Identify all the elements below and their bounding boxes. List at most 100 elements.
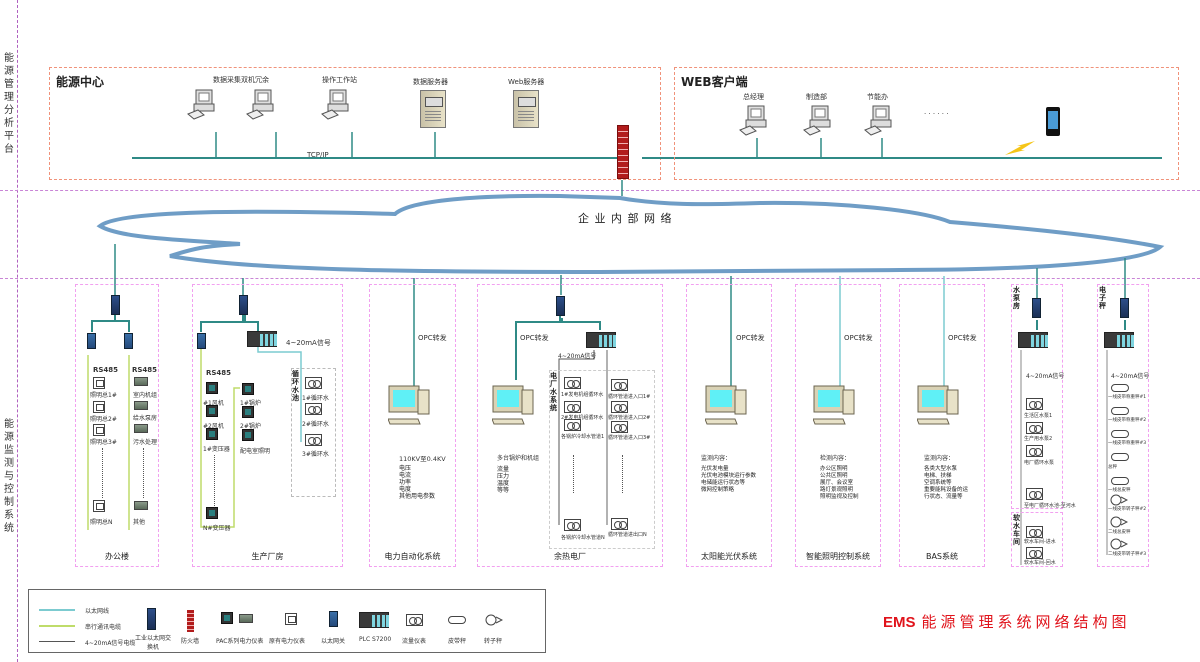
flow-meter-icon: [611, 518, 628, 530]
cooling-pool-title: 循环水池: [292, 370, 299, 402]
legend-firewall-label: 防火墙: [181, 638, 200, 645]
ellipsis-dots: [214, 455, 215, 510]
belt-scale-icon: [1111, 430, 1129, 438]
lighting-subsystem: 智能照明控制系统: [795, 284, 881, 567]
node-label-workstation: 操作工作站: [322, 76, 357, 84]
param: 功率: [399, 479, 412, 486]
ethernet-switch-icon: [1032, 298, 1041, 318]
device-label: 照明总2#: [90, 416, 117, 423]
solar-pv-subsystem: 太阳能光伏系统: [686, 284, 772, 567]
device-label: 生活区水泵1: [1024, 413, 1053, 419]
pac-meter-icon: [206, 428, 218, 440]
legacy-meter-icon: [93, 500, 105, 512]
device-label: 电厂循环水泵: [1024, 460, 1055, 466]
device-label: 二线皮带转子秤#3: [1108, 552, 1147, 557]
web-server-icon: [513, 90, 539, 128]
io-module-icon: [134, 501, 148, 510]
pac-meter-icon: [206, 507, 218, 519]
computer-icon: [246, 89, 274, 120]
office-title: 办公楼: [105, 552, 129, 561]
computer-icon: [187, 89, 215, 120]
device-label: 循环管道进出口N: [608, 532, 647, 538]
device-label: 2#发电机组循环水: [561, 415, 604, 421]
legend-legacy-meter-label: 原有电力仪表: [269, 638, 306, 645]
ethernet-switch-icon: [1120, 298, 1129, 318]
factory-title: 生产厂房: [251, 552, 284, 561]
legend-io-module-icon: [239, 614, 253, 623]
opc-label: OPC转发: [948, 334, 977, 342]
ethernet-gateway-icon: [197, 333, 206, 349]
legend-pac-meter-icon: [221, 612, 233, 624]
flow-meter-icon: [564, 519, 581, 531]
param: 其他用电参数: [399, 493, 436, 500]
device-label: 一线皮带称重秤#2: [1108, 418, 1147, 423]
legacy-meter-icon: [93, 401, 105, 413]
legend-belt-scale-icon: [448, 616, 466, 624]
device-label: 照明总1#: [90, 392, 117, 399]
monitoring-side-label: 能源监测与控制系统: [4, 419, 14, 534]
opc-computer-icon: [813, 385, 855, 425]
ellipsis-dots: [622, 455, 623, 493]
legend-gateway-icon: [329, 611, 338, 627]
device-label: 2#锅炉: [240, 423, 261, 430]
office-subsystem: 办公楼: [75, 284, 159, 567]
device-label: 一线皮带称重秤#3: [1108, 441, 1147, 446]
node-label-gm: 总经理: [743, 93, 764, 101]
cloud-label: 企 业 内 部 网 络: [578, 212, 673, 225]
legend-legacy-meter-icon: [285, 613, 297, 625]
rs485-label: RS485: [206, 369, 232, 377]
legend-serial-label: 串行通讯电缆: [85, 624, 122, 631]
monitor-item: 重要能耗设备的运: [924, 487, 969, 493]
device-label: 一线总皮秤: [1108, 488, 1131, 493]
device-label: 污水处理: [133, 439, 158, 446]
web-client-zone: WEB客户端: [674, 67, 1179, 180]
param: 温度: [497, 480, 510, 487]
device-label: 1#发电机组循环水: [561, 392, 604, 398]
flow-meter-icon: [1026, 445, 1043, 457]
flow-meter-icon: [611, 379, 628, 391]
device-label: 3#循环水: [302, 451, 329, 458]
device-label: 配电室照明: [240, 448, 271, 455]
opc-label: OPC转发: [736, 334, 765, 342]
monitor-item: 展厅、会议室: [820, 480, 854, 486]
plc-icon: [247, 331, 277, 347]
pac-meter-icon: [242, 429, 254, 441]
legacy-meter-icon: [93, 377, 105, 389]
unit-label: 多台锅炉和机组: [497, 455, 540, 462]
flow-meter-icon: [305, 377, 322, 389]
plc-icon: [586, 332, 616, 348]
legend-rotor-scale-label: 转子秤: [484, 638, 503, 645]
soft-water-subsystem: [1011, 512, 1063, 567]
monitor-item: 各类大型水泵: [924, 466, 958, 472]
firewall-icon: [617, 125, 629, 179]
signal-label: 4~20mA信号: [1026, 373, 1065, 380]
io-module-icon: [134, 424, 148, 433]
node-label-mfg: 制造部: [806, 93, 827, 101]
opc-computer-icon: [917, 385, 959, 425]
param: 电压: [399, 465, 412, 472]
enterprise-network-cloud: [96, 193, 1165, 275]
node-label-energy-office: 节能办: [867, 93, 888, 101]
legend-gateway-label: 以太网关: [321, 638, 346, 645]
device-label: 其他: [133, 519, 146, 526]
plant-water-title: 电厂水系统: [550, 372, 557, 412]
pac-meter-icon: [206, 405, 218, 417]
monitor-item: 办公区照明: [820, 466, 848, 472]
rotor-scale-icon: [1110, 538, 1128, 550]
param: 等等: [497, 487, 510, 494]
device-label: 总秤: [1108, 465, 1117, 470]
flow-meter-icon: [1026, 488, 1043, 500]
legend-plc-label: PLC S7200: [359, 636, 392, 643]
node-label-redundant: 数据采集双机冗余: [213, 76, 269, 84]
lighting-items: 办公区照明 公共区照明 展厅、会议室 路灯景观照明 照明监视及控制: [820, 466, 859, 501]
electronic-scale-title: 电子秤: [1099, 286, 1106, 310]
flow-meter-icon: [1026, 422, 1043, 434]
opc-computer-icon: [388, 385, 430, 425]
io-module-icon: [134, 401, 148, 410]
device-label: 软水车间-进水: [1024, 539, 1056, 545]
legend: 以太网线 串行通讯电缆 4~20mA信号电缆 工业以太网交换机 防火墙 PAC系…: [28, 589, 546, 653]
soft-water-title: 软水车间: [1013, 514, 1020, 546]
device-label: 软水车间-回水: [1024, 560, 1056, 566]
monitor-item: 路灯景观照明: [820, 487, 854, 493]
